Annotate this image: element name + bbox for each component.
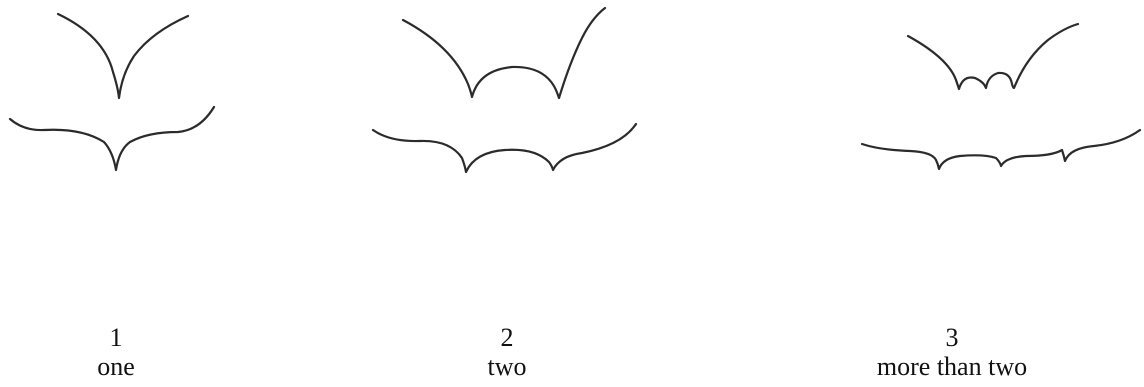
panel-1-label: one: [0, 352, 236, 381]
panel-1-lower-curve: [10, 107, 214, 170]
panel-3-sketch: [862, 24, 1140, 169]
panel-3-number: 3: [832, 323, 1072, 352]
panel-2-lower-curve: [373, 124, 636, 172]
panel-1-sketch: [10, 14, 214, 170]
panel-2-number: 2: [387, 323, 627, 352]
panel-1-number: 1: [0, 323, 236, 352]
panel-2-upper-curve: [403, 8, 605, 98]
panel-2-sketch: [373, 8, 636, 172]
panel-2-caption: 2 two: [387, 323, 627, 381]
panel-3-caption: 3 more than two: [832, 323, 1072, 381]
panel-3-upper-curve: [908, 24, 1078, 89]
panel-3-label: more than two: [832, 352, 1072, 381]
panel-1-caption: 1 one: [0, 323, 236, 381]
panel-1-upper-curve: [58, 14, 188, 98]
panel-2-label: two: [387, 352, 627, 381]
panel-3-lower-curve: [862, 130, 1140, 169]
